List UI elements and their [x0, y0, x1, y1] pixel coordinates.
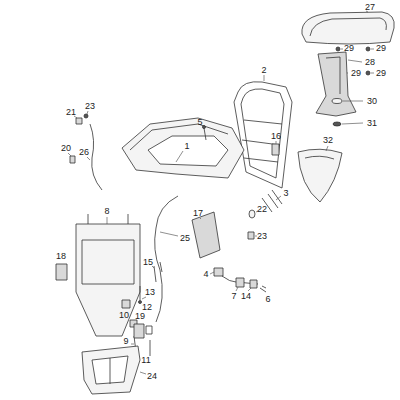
callout-number: 23 [256, 231, 268, 241]
callout-number: 21 [65, 107, 77, 117]
callout-number: 28 [364, 57, 376, 67]
radiator-grille [76, 214, 140, 336]
callout-number: 7 [230, 291, 237, 301]
front-bumper [122, 118, 244, 178]
clip [272, 141, 279, 155]
callout-number: 32 [322, 135, 334, 145]
callout-number: 29 [375, 43, 387, 53]
callout-number: 11 [140, 355, 151, 365]
washer-set [332, 99, 363, 127]
cable [155, 196, 178, 322]
mounting-plate [192, 212, 220, 258]
callout-number: 23 [84, 101, 96, 111]
bolt [203, 126, 207, 141]
callout-number: 17 [192, 208, 204, 218]
callout-number: 8 [103, 206, 110, 216]
callout-number: 15 [142, 257, 154, 267]
callout-number: 16 [270, 131, 282, 141]
callout-number: 31 [366, 118, 378, 128]
switch-harness [210, 268, 266, 292]
support-bracket [316, 52, 362, 116]
luggage-rack [234, 75, 292, 188]
callout-number: 30 [366, 96, 378, 106]
callout-number: 1 [183, 141, 190, 151]
callout-number: 2 [260, 65, 267, 75]
callout-number: 22 [256, 204, 268, 214]
skid-guard [82, 346, 146, 394]
cable-parts [68, 111, 102, 190]
callout-number: 10 [118, 310, 130, 320]
callout-number: 5 [196, 117, 203, 127]
callout-number: 13 [144, 287, 156, 297]
callout-number: 27 [364, 2, 376, 12]
callout-number: 26 [78, 147, 90, 157]
side-bracket [56, 264, 67, 280]
callout-number: 12 [141, 302, 153, 312]
callout-number: 9 [122, 336, 129, 346]
callout-number: 4 [202, 269, 209, 279]
callout-number: 29 [343, 43, 355, 53]
callout-number: 3 [282, 188, 289, 198]
callout-number: 29 [350, 68, 362, 78]
callout-number: 20 [60, 143, 72, 153]
lamp-cover [298, 146, 342, 202]
callout-number: 18 [55, 251, 67, 261]
callout-number: 24 [146, 371, 158, 381]
fastener-set [130, 262, 162, 356]
callout-number: 14 [240, 291, 252, 301]
callout-number: 25 [179, 233, 191, 243]
callout-number: 19 [134, 311, 146, 321]
callout-number: 6 [264, 294, 271, 304]
callout-number: 29 [375, 68, 387, 78]
seat-cowl [302, 11, 394, 44]
